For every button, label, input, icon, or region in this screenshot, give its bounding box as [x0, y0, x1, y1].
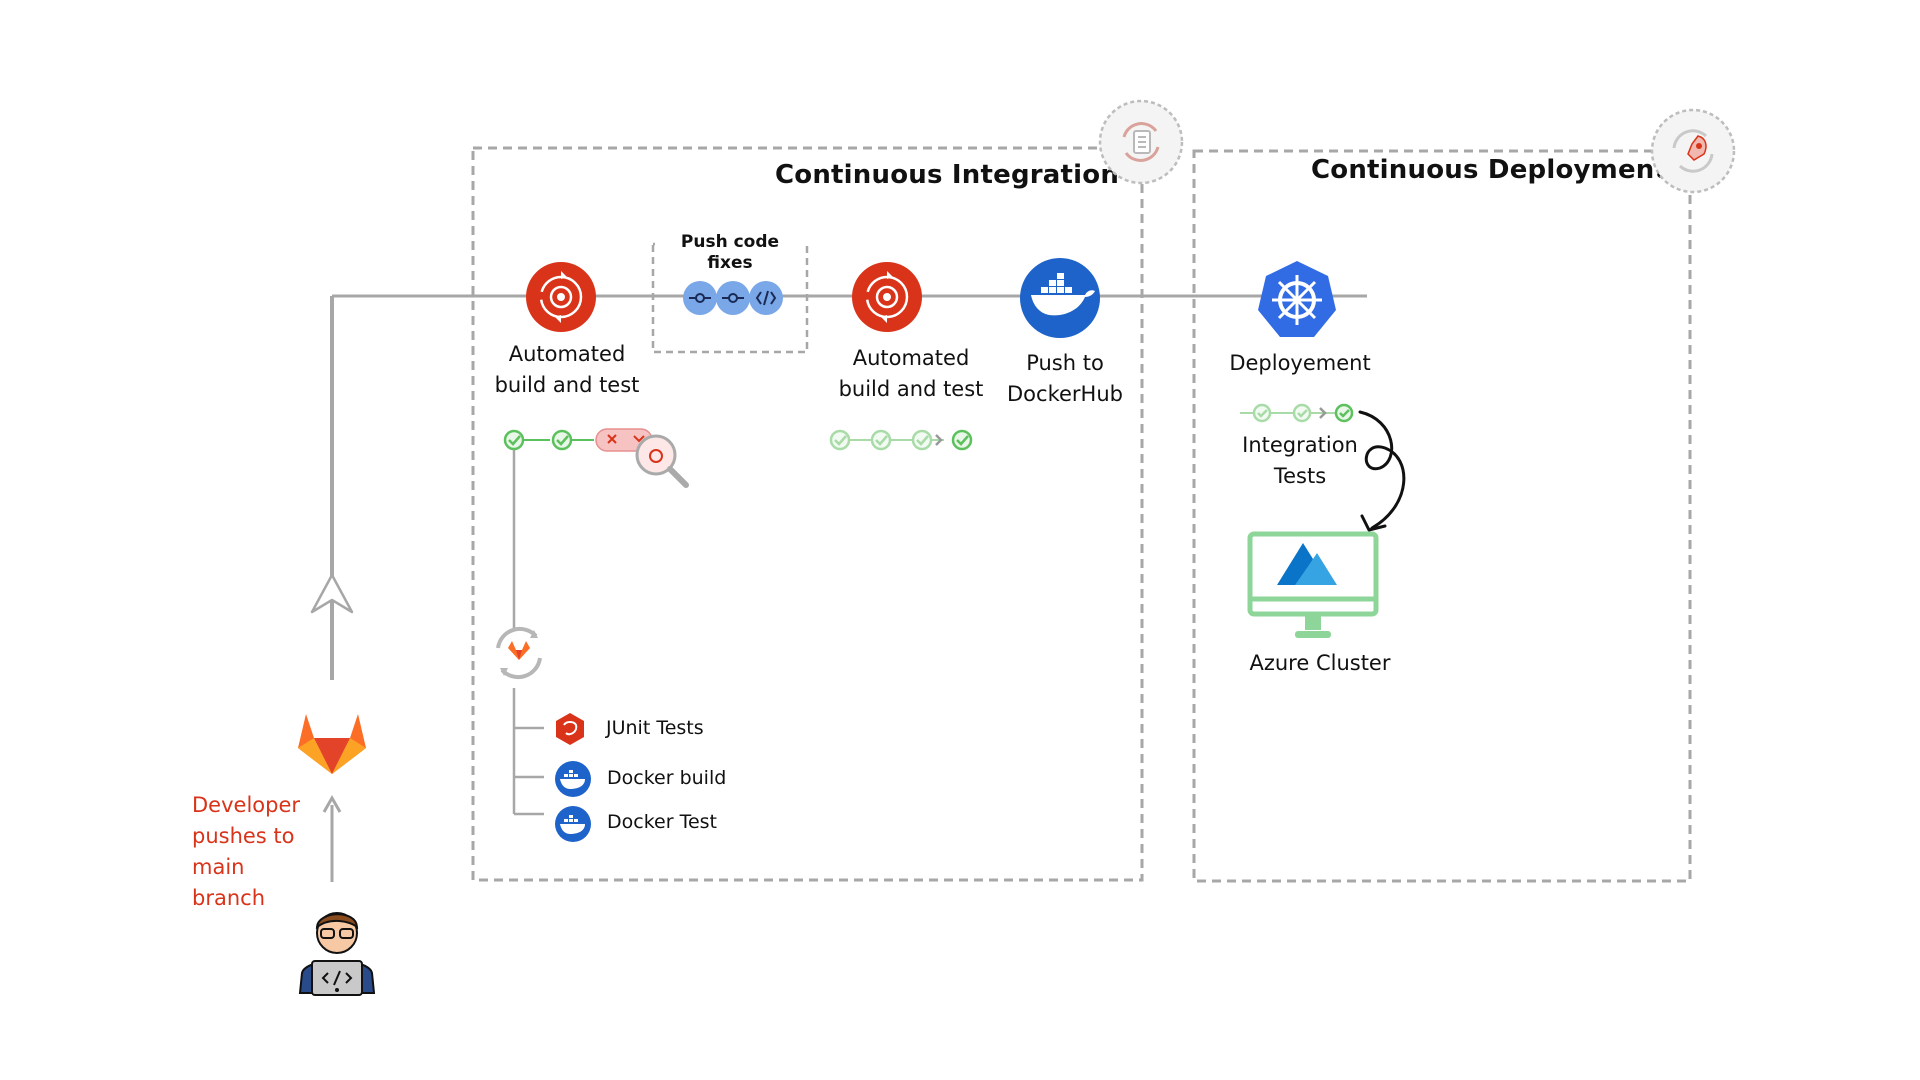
ci-frame: [471, 146, 1144, 882]
docker-icon: [555, 761, 591, 797]
check-icon: [551, 429, 573, 451]
pipeline-cycle-icon: [1098, 99, 1184, 185]
deploy-label: Deployement: [1229, 351, 1371, 375]
developer-label-2: pushes to: [192, 824, 295, 848]
docker-icon: [1020, 258, 1100, 338]
stage2-label-1: Automated: [852, 346, 970, 370]
stage2-label-2: build and test: [838, 377, 984, 401]
cd-frame: [1192, 149, 1692, 883]
rocket-cycle-icon: [1650, 108, 1736, 194]
status-checks-failed: [503, 428, 689, 488]
job-label: Docker Test: [607, 811, 717, 833]
gear-cycle-icon: [852, 262, 922, 332]
developer-label-4: branch: [192, 886, 265, 910]
bug-search-icon: [635, 434, 677, 476]
arrow-up-icon: [310, 573, 354, 614]
fixes-label-1: Push code: [655, 232, 805, 253]
gitlab-icon: [298, 714, 366, 774]
push-label-1: Push to: [1026, 351, 1104, 375]
fixes-label-2: fixes: [707, 253, 753, 273]
job-label: JUnit Tests: [606, 717, 704, 739]
developer-label-3: main: [192, 855, 245, 879]
stage1-label-1: Automated: [508, 342, 626, 366]
kubernetes-icon: [1258, 261, 1336, 337]
docker-icon: [555, 806, 591, 842]
integration-checks: [1240, 403, 1354, 423]
tests-label-1: Integration: [1242, 433, 1358, 457]
check-icon: [503, 429, 525, 451]
junit-icon: [556, 713, 584, 745]
job-label: Docker build: [607, 767, 727, 789]
ci-title: Continuous Integration: [775, 160, 1120, 190]
developer-label-1: Developer: [192, 793, 301, 817]
gitlab-sync-icon: [496, 626, 542, 680]
status-checks-passed: [829, 429, 973, 451]
gear-cycle-icon: [526, 262, 596, 332]
stage1-label-2: build and test: [494, 373, 640, 397]
cd-title: Continuous Deployment: [1311, 155, 1668, 185]
tests-label-2: Tests: [1273, 464, 1327, 488]
git-commits-icon: [683, 281, 783, 315]
azure-monitor-icon: [1247, 531, 1379, 638]
developer-icon: [298, 912, 376, 996]
push-label-2: DockerHub: [1007, 382, 1123, 406]
cluster-label: Azure Cluster: [1249, 651, 1391, 675]
